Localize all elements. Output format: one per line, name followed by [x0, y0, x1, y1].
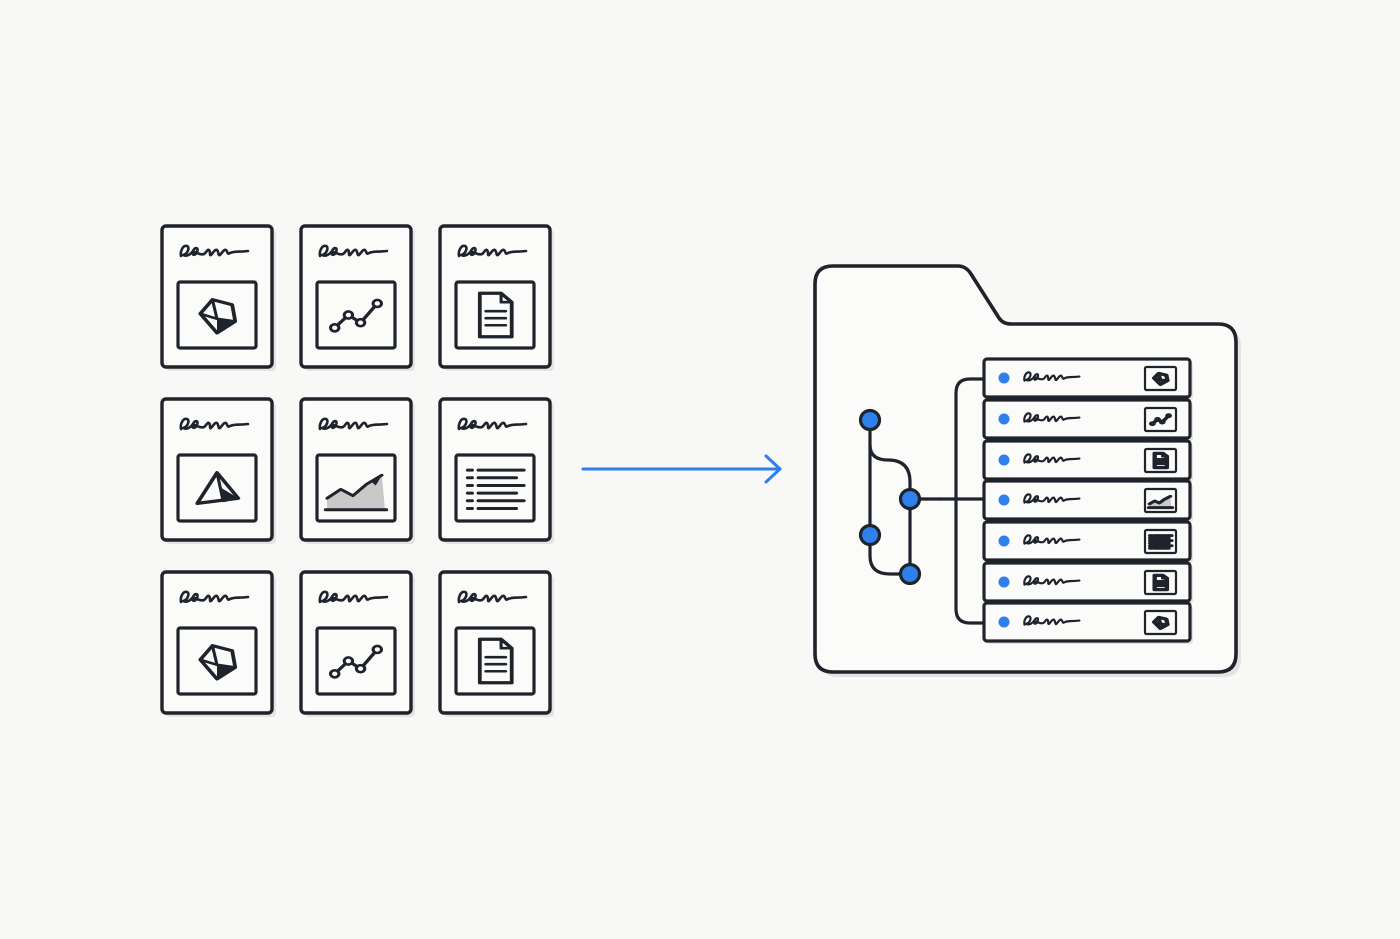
- handwritten-title-scribble: [318, 244, 389, 258]
- handwritten-title-scribble: [1023, 493, 1081, 504]
- line-chart-icon: [328, 298, 384, 333]
- area-chart-icon: [323, 473, 389, 512]
- document-icon: [1152, 451, 1170, 470]
- card-preview-frame: [176, 453, 258, 523]
- source-file-card: [438, 224, 554, 371]
- row-bullet: [998, 454, 1010, 466]
- row-bullet: [998, 372, 1010, 384]
- folder-file-row: [982, 520, 1193, 563]
- organized-folder: [813, 264, 1241, 677]
- source-card-grid: [160, 224, 554, 717]
- line-chart-icon: [1148, 413, 1173, 427]
- handwritten-title-scribble: [1023, 534, 1081, 545]
- document-icon: [477, 637, 514, 685]
- source-file-card: [160, 397, 276, 544]
- row-bullet: [998, 576, 1010, 588]
- tree-node: [898, 487, 922, 511]
- arrow-head: [764, 454, 782, 484]
- row-frame: [982, 439, 1192, 481]
- handwritten-title-scribble: [179, 590, 250, 604]
- row-bullet: [998, 535, 1010, 547]
- handwritten-title-scribble: [179, 244, 250, 258]
- document-icon: [1152, 573, 1170, 592]
- folder-file-row: [982, 439, 1193, 482]
- handwritten-title-scribble: [1023, 453, 1081, 464]
- branch-tree-icon: [858, 377, 984, 625]
- source-file-card: [299, 570, 415, 717]
- handwritten-title-scribble: [457, 417, 528, 431]
- row-frame: [982, 520, 1192, 562]
- handwritten-title-scribble: [318, 417, 389, 431]
- pyramid-model-icon: [195, 471, 241, 505]
- row-bullet: [998, 413, 1010, 425]
- 3d-model-icon: [1151, 371, 1170, 386]
- card-preview-frame: [315, 280, 397, 350]
- source-file-card: [299, 224, 415, 371]
- text-list-icon: [1147, 534, 1174, 550]
- folder-file-row: [982, 479, 1193, 522]
- folder-file-row: [982, 561, 1193, 604]
- text-list-icon: [465, 468, 526, 510]
- handwritten-title-scribble: [1023, 575, 1081, 586]
- 3d-model-icon: [198, 644, 238, 681]
- row-frame: [982, 601, 1192, 643]
- handwritten-title-scribble: [1023, 615, 1081, 626]
- flow-arrow: [581, 454, 782, 484]
- handwritten-title-scribble: [179, 417, 250, 431]
- folder-file-row: [982, 601, 1193, 644]
- folder-file-row: [982, 357, 1193, 400]
- tree-node: [858, 523, 882, 547]
- folder-file-row: [982, 398, 1193, 441]
- row-frame: [982, 561, 1192, 603]
- line-chart-icon: [328, 644, 384, 679]
- source-file-card: [438, 570, 554, 717]
- row-frame: [982, 479, 1192, 521]
- row-bullet: [998, 494, 1010, 506]
- area-chart-icon: [1146, 494, 1175, 510]
- 3d-model-icon: [198, 298, 238, 335]
- handwritten-title-scribble: [457, 244, 528, 258]
- tree-node: [898, 562, 922, 586]
- row-frame: [982, 398, 1192, 440]
- handwritten-title-scribble: [1023, 371, 1081, 382]
- row-bullet: [998, 616, 1010, 628]
- tree-node: [858, 408, 882, 432]
- source-file-card: [299, 397, 415, 544]
- row-frame: [982, 357, 1192, 399]
- source-file-card: [438, 397, 554, 544]
- source-file-card: [160, 224, 276, 371]
- document-icon: [477, 291, 514, 339]
- 3d-model-icon: [1151, 615, 1170, 630]
- handwritten-title-scribble: [457, 590, 528, 604]
- card-preview-frame: [315, 626, 397, 696]
- handwritten-title-scribble: [1023, 412, 1081, 423]
- source-file-card: [160, 570, 276, 717]
- card-preview-frame: [454, 453, 536, 523]
- handwritten-title-scribble: [318, 590, 389, 604]
